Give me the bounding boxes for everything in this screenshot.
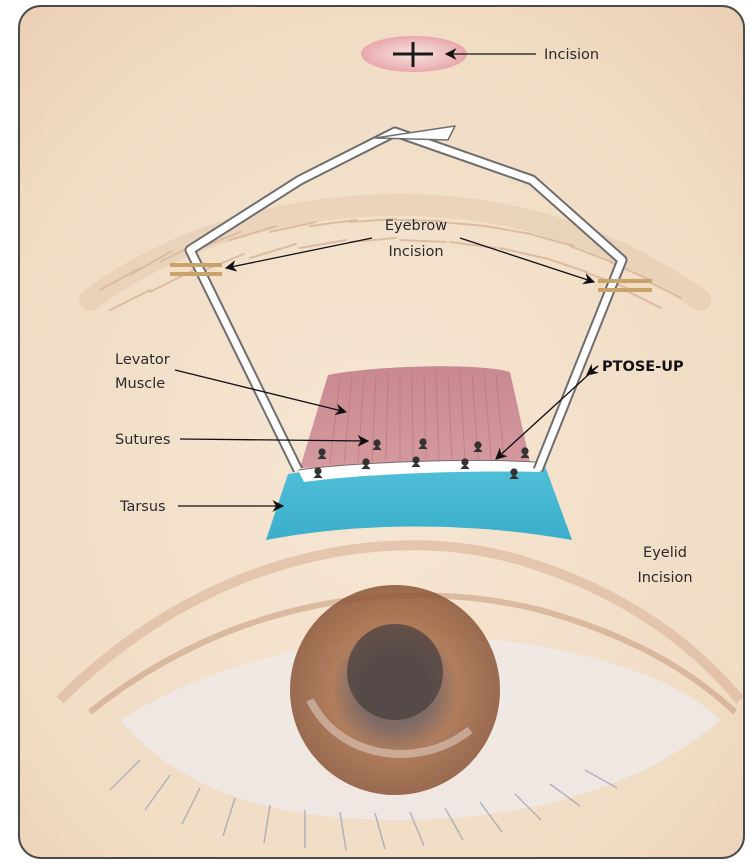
label-incision: Incision (544, 47, 599, 63)
suture (521, 448, 529, 458)
pupil (347, 624, 443, 720)
label-eyebrow-incision-2: Incision (388, 244, 443, 260)
label-ptose-up: PTOSE-UP (602, 359, 684, 375)
label-eyelid-incision-1: Eyelid (643, 545, 687, 561)
suture (461, 459, 469, 469)
label-sutures: Sutures (115, 432, 170, 448)
label-levator-1: Levator (115, 352, 170, 368)
suture (362, 459, 370, 469)
suture (318, 449, 326, 459)
suture (373, 440, 381, 450)
label-eyelid-incision-2: Incision (637, 570, 692, 586)
suture (314, 468, 322, 478)
levator-muscle (300, 366, 530, 468)
suture (510, 469, 518, 479)
suture (474, 442, 482, 452)
suture (419, 439, 427, 449)
suture (412, 457, 420, 467)
label-tarsus: Tarsus (119, 499, 166, 515)
label-levator-2: Muscle (115, 376, 165, 392)
label-eyebrow-incision-1: Eyebrow (385, 218, 447, 234)
